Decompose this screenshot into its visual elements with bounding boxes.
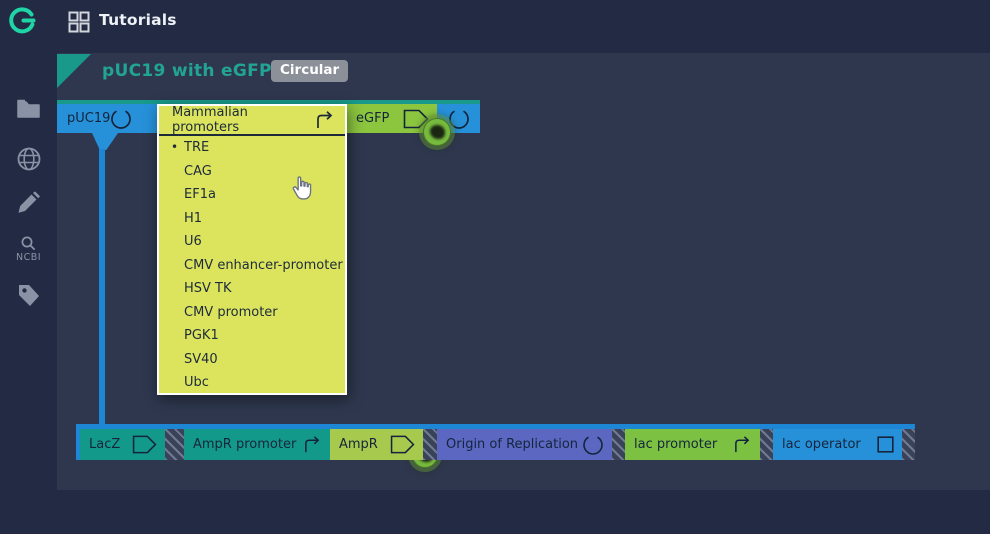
feature-puc19[interactable]: pUC19 — [57, 104, 157, 133]
origin-icon — [110, 108, 132, 130]
unannotated-region — [165, 429, 184, 460]
promoter-option-list: •TRE CAG EF1a H1 U6 CMV enhancer-promote… — [159, 136, 345, 395]
promoter-arrow-icon — [303, 435, 322, 454]
cds-arrow-icon — [403, 109, 429, 129]
menu-item-pgk1[interactable]: PGK1 — [184, 328, 219, 343]
feature-ampr[interactable]: AmpR — [330, 429, 423, 460]
origin-icon — [582, 434, 604, 456]
menu-item-cag[interactable]: CAG — [184, 163, 212, 179]
globe-icon[interactable] — [0, 147, 57, 171]
menu-title: Mammalian promoters — [172, 105, 248, 135]
promoter-arrow-icon — [733, 435, 752, 454]
feature-lac-promoter[interactable]: lac promoter — [625, 429, 760, 460]
feature-lacz[interactable]: LacZ — [80, 429, 165, 460]
menu-item-cmv-promoter[interactable]: CMV promoter — [184, 304, 278, 320]
menu-item-hsv-tk[interactable]: HSV TK — [184, 281, 232, 296]
menu-item-h1[interactable]: H1 — [184, 210, 203, 226]
app-logo-icon[interactable] — [9, 7, 36, 34]
projects-folder-icon[interactable] — [0, 99, 57, 119]
feature-origin-of-replication[interactable]: Origin of Replication — [437, 429, 612, 460]
feature-egfp[interactable]: eGFP — [347, 104, 437, 133]
ncbi-search-icon[interactable] — [0, 236, 57, 251]
promoter-menu: Mammalian promoters •TRE CAG EF1a H1 U6 … — [157, 104, 347, 395]
menu-item-ef1a[interactable]: EF1a — [184, 187, 216, 202]
selected-marker: • — [171, 140, 179, 154]
hand-cursor-icon — [291, 176, 314, 202]
sidebar: NCBI — [0, 40, 57, 534]
topology-badge: Circular — [271, 60, 349, 82]
apps-grid-icon[interactable] — [68, 11, 90, 33]
document-flag — [57, 54, 91, 88]
track-border-line — [76, 424, 915, 429]
feature-label: lac operator — [782, 437, 861, 452]
tag-icon[interactable] — [0, 283, 57, 309]
feature-ampr-promoter[interactable]: AmpR promoter — [184, 429, 330, 460]
cds-arrow-icon — [390, 435, 415, 454]
insertion-point-button[interactable] — [423, 118, 451, 146]
menu-item-cmv-enhancer-promoter[interactable]: CMV enhancer-promoter — [184, 257, 343, 273]
unannotated-region — [423, 429, 437, 460]
page-title[interactable]: Tutorials — [99, 11, 177, 29]
junction-blob-icon — [429, 125, 445, 139]
promoter-arrow-icon — [315, 110, 335, 130]
feature-label: pUC19 — [67, 111, 111, 126]
feature-label: AmpR — [339, 437, 378, 452]
cds-arrow-icon — [132, 435, 157, 454]
document-title: pUC19 with eGFP — [102, 61, 272, 81]
insertion-connector-line — [99, 149, 105, 425]
unannotated-region — [612, 429, 625, 460]
feature-label: eGFP — [356, 111, 390, 126]
sequence-line — [57, 100, 480, 104]
edit-pencil-icon[interactable] — [0, 191, 57, 215]
ncbi-label[interactable]: NCBI — [15, 252, 42, 263]
menu-item-sv40[interactable]: SV40 — [184, 351, 218, 367]
unannotated-region — [760, 429, 773, 460]
menu-item-tre[interactable]: •TRE — [159, 136, 345, 160]
promoter-menu-header[interactable]: Mammalian promoters — [159, 105, 345, 136]
unannotated-region — [902, 429, 915, 460]
top-bar: Tutorials — [0, 0, 990, 40]
feature-lac-operator[interactable]: lac operator — [773, 429, 902, 460]
feature-label: LacZ — [89, 437, 121, 452]
menu-item-ubc[interactable]: Ubc — [184, 375, 209, 390]
feature-label: AmpR promoter — [193, 437, 297, 452]
track-border-line — [76, 424, 80, 460]
feature-label: lac promoter — [634, 437, 718, 452]
feature-label: Origin of Replication — [446, 437, 579, 452]
operator-square-icon — [877, 436, 894, 453]
origin-icon — [448, 108, 470, 130]
menu-item-u6[interactable]: U6 — [184, 234, 202, 249]
